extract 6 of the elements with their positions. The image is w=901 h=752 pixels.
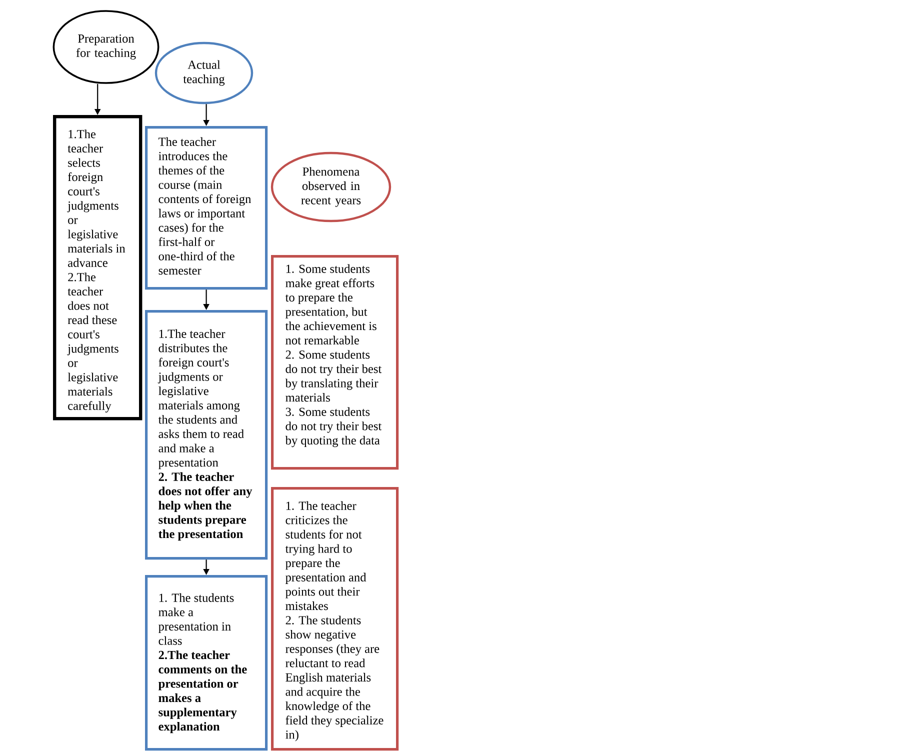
text-box: 1. Some students make great efforts to prepare the presentation, but the achievement is not remarkable 2. Some students do not try their best by translating their materials 3. Some students do not try their best by quoting the data — [271, 255, 399, 470]
text-box: 1.The teacher distributes the foreign court's judgments or legislative materials among the students and asks them to read and make a presentation 2. The teacher does not offer any help when the students prepare the presentation — [145, 310, 268, 560]
text-box: 1.The teacher selects foreign court's judgments or legislative materials in advance 2.The teacher does not read these court's judgments or legislative materials carefully — [53, 115, 142, 420]
text-box: 1. The teacher criticizes the students for not trying hard to prepare the presentation and points out their mistakes 2. The students show negative responses (they are reluctant to read English materials and acquire the knowledge of the field they specialize in) — [271, 487, 399, 751]
text-box: The teacher introduces the themes of the course (main contents of foreign laws or important cases) for the first-half or one-third of the semester — [145, 126, 268, 290]
text-box: 1. The students make a presentation in class 2.The teacher comments on the presentation or makes a supplementary explanation — [145, 575, 268, 751]
